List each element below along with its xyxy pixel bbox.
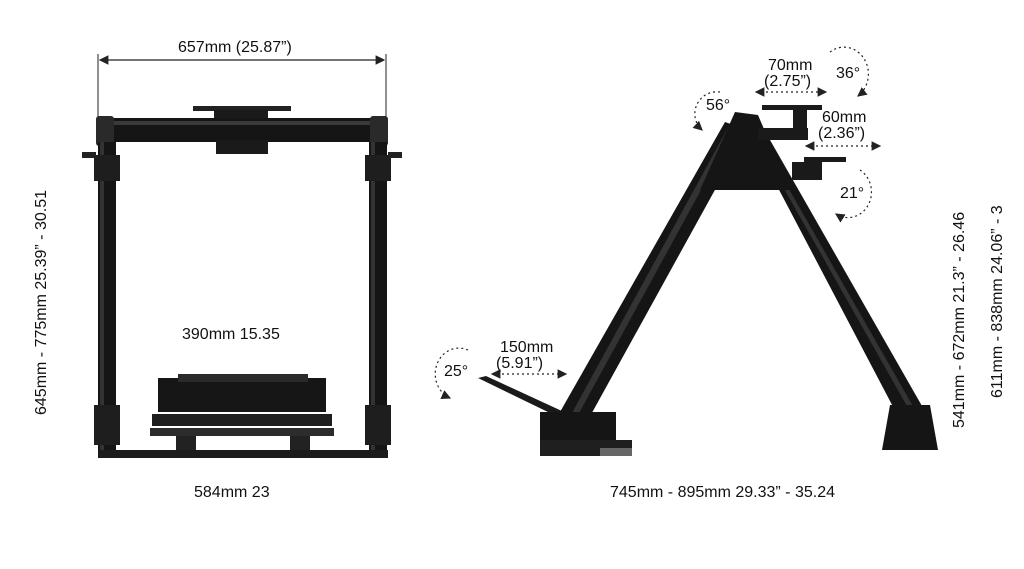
shifter-angle-label: 21° xyxy=(840,185,865,202)
apex-angle-arc xyxy=(692,91,721,131)
shifter-plate-depth-in-label: (2.36”) xyxy=(818,125,866,142)
wheel-tilt-arc xyxy=(829,46,870,97)
side-length-range-label: 745mm - 895mm 29.33” - 35.24 xyxy=(610,484,835,501)
pedal-plate-depth-mm-label: 150mm xyxy=(500,339,554,356)
wheel-mount-plate xyxy=(193,106,291,111)
side-view xyxy=(478,105,938,456)
front-view xyxy=(82,54,402,458)
side-wheel-plate xyxy=(762,105,822,110)
pedal-plate xyxy=(150,374,334,450)
side-height-range-b-label: 611mm - 838mm 24.06” - 3 xyxy=(989,205,1006,398)
wheel-tilt-angle-label: 36° xyxy=(836,65,861,82)
front-pedal-width-label: 390mm 15.35 xyxy=(182,326,280,343)
pedal-plate-depth-in-label: (5.91”) xyxy=(496,355,544,372)
front-height-range-label: 645mm - 775mm 25.39” - 30.51 xyxy=(33,190,50,415)
wheel-plate-depth-mm-label: 70mm xyxy=(768,57,813,74)
base-bar xyxy=(98,450,388,458)
front-base-width-label: 584mm 23 xyxy=(194,484,270,501)
pedal-angle-label: 25° xyxy=(444,363,469,380)
shifter-plate xyxy=(804,157,846,162)
front-top-width-label: 657mm (25.87”) xyxy=(178,39,292,56)
side-dimensions xyxy=(434,46,882,399)
apex-angle-label: 56° xyxy=(706,97,731,114)
wheel-plate-depth-in-label: (2.75”) xyxy=(764,73,812,90)
shifter-plate-depth-mm-label: 60mm xyxy=(822,109,867,126)
shifter-angle-arc xyxy=(834,169,873,223)
side-height-range-a-label: 541mm - 672mm 21.3” - 26.46 xyxy=(951,211,968,428)
rear-foot xyxy=(882,405,938,450)
